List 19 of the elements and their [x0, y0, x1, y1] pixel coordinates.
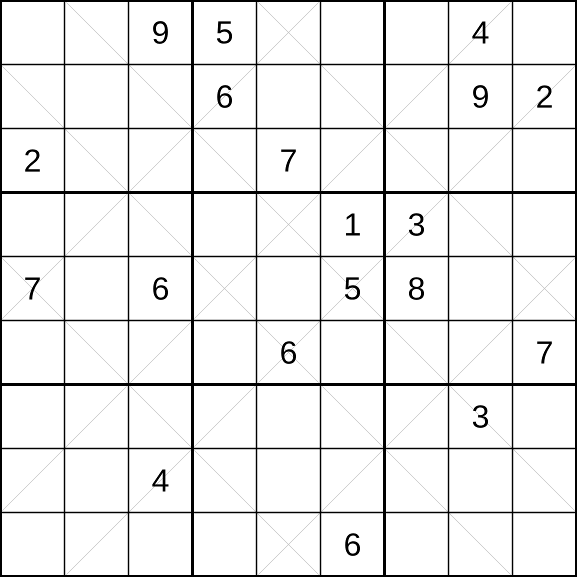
digit: 7 — [537, 342, 552, 364]
digit: 4 — [472, 22, 488, 44]
digit: 6 — [281, 341, 296, 364]
digit: 6 — [153, 277, 168, 300]
digit: 4 — [152, 470, 168, 492]
digit: 6 — [345, 533, 360, 556]
digit: 9 — [153, 21, 168, 44]
digit: 5 — [344, 277, 360, 300]
digit: 9 — [473, 85, 488, 108]
digit: 7 — [281, 150, 296, 172]
digit: 6 — [217, 85, 232, 108]
digit: 3 — [408, 213, 424, 236]
digit: 7 — [25, 278, 40, 300]
digit: 2 — [25, 149, 40, 172]
digit: 2 — [537, 85, 552, 108]
digit: 5 — [216, 21, 232, 44]
digit: 1 — [346, 214, 360, 236]
digit: 3 — [472, 405, 488, 428]
digit: 8 — [409, 277, 424, 300]
